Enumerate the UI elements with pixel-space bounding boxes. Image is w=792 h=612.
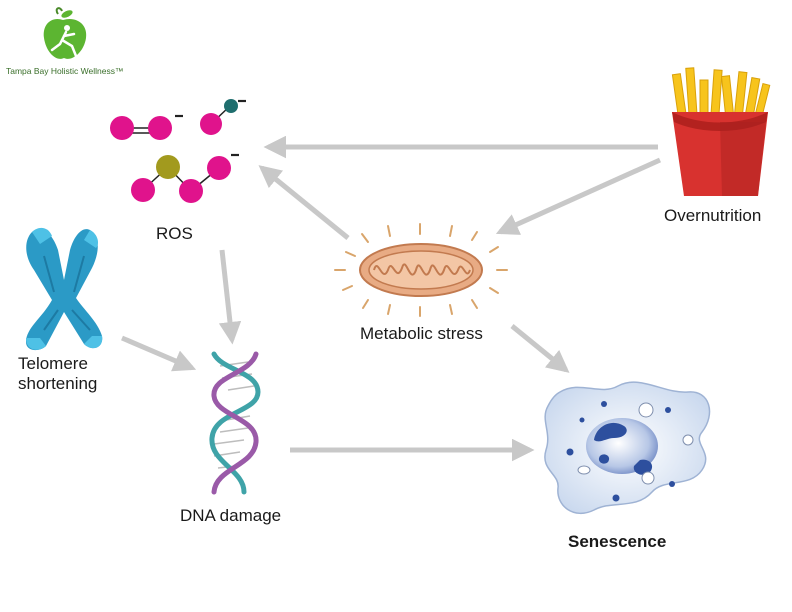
arrow-metabolic-to-ros: [258, 165, 350, 240]
overnutrition-label: Overnutrition: [664, 206, 762, 225]
brand-name: Tampa Bay Holistic Wellness™: [6, 66, 124, 76]
arrow-metabolic-to-senescence: [510, 324, 570, 373]
telomere-label-line1: Telomere: [18, 354, 88, 373]
french-fries-icon: [671, 67, 771, 196]
chromosome-icon: [26, 227, 103, 351]
telomere-label-line2: shortening: [18, 374, 98, 393]
arrow-ros-to-dna: [218, 249, 242, 345]
arrow-telomere-to-dna: [121, 335, 197, 372]
dna-double-helix-icon: [209, 351, 261, 495]
senescent-cell-icon: [544, 381, 711, 515]
brand-logo-icon: [43, 7, 87, 59]
dna-damage-label: DNA damage: [180, 506, 282, 525]
arrow-overnutrition-to-metabolic: [495, 157, 662, 235]
metabolic-stress-label: Metabolic stress: [360, 324, 483, 343]
senescence-label: Senescence: [568, 532, 667, 551]
mitochondrion-icon: [334, 223, 508, 317]
arrows: [121, 135, 662, 462]
ros-label: ROS: [156, 224, 193, 243]
free-radical-molecules-icon: [110, 99, 246, 203]
